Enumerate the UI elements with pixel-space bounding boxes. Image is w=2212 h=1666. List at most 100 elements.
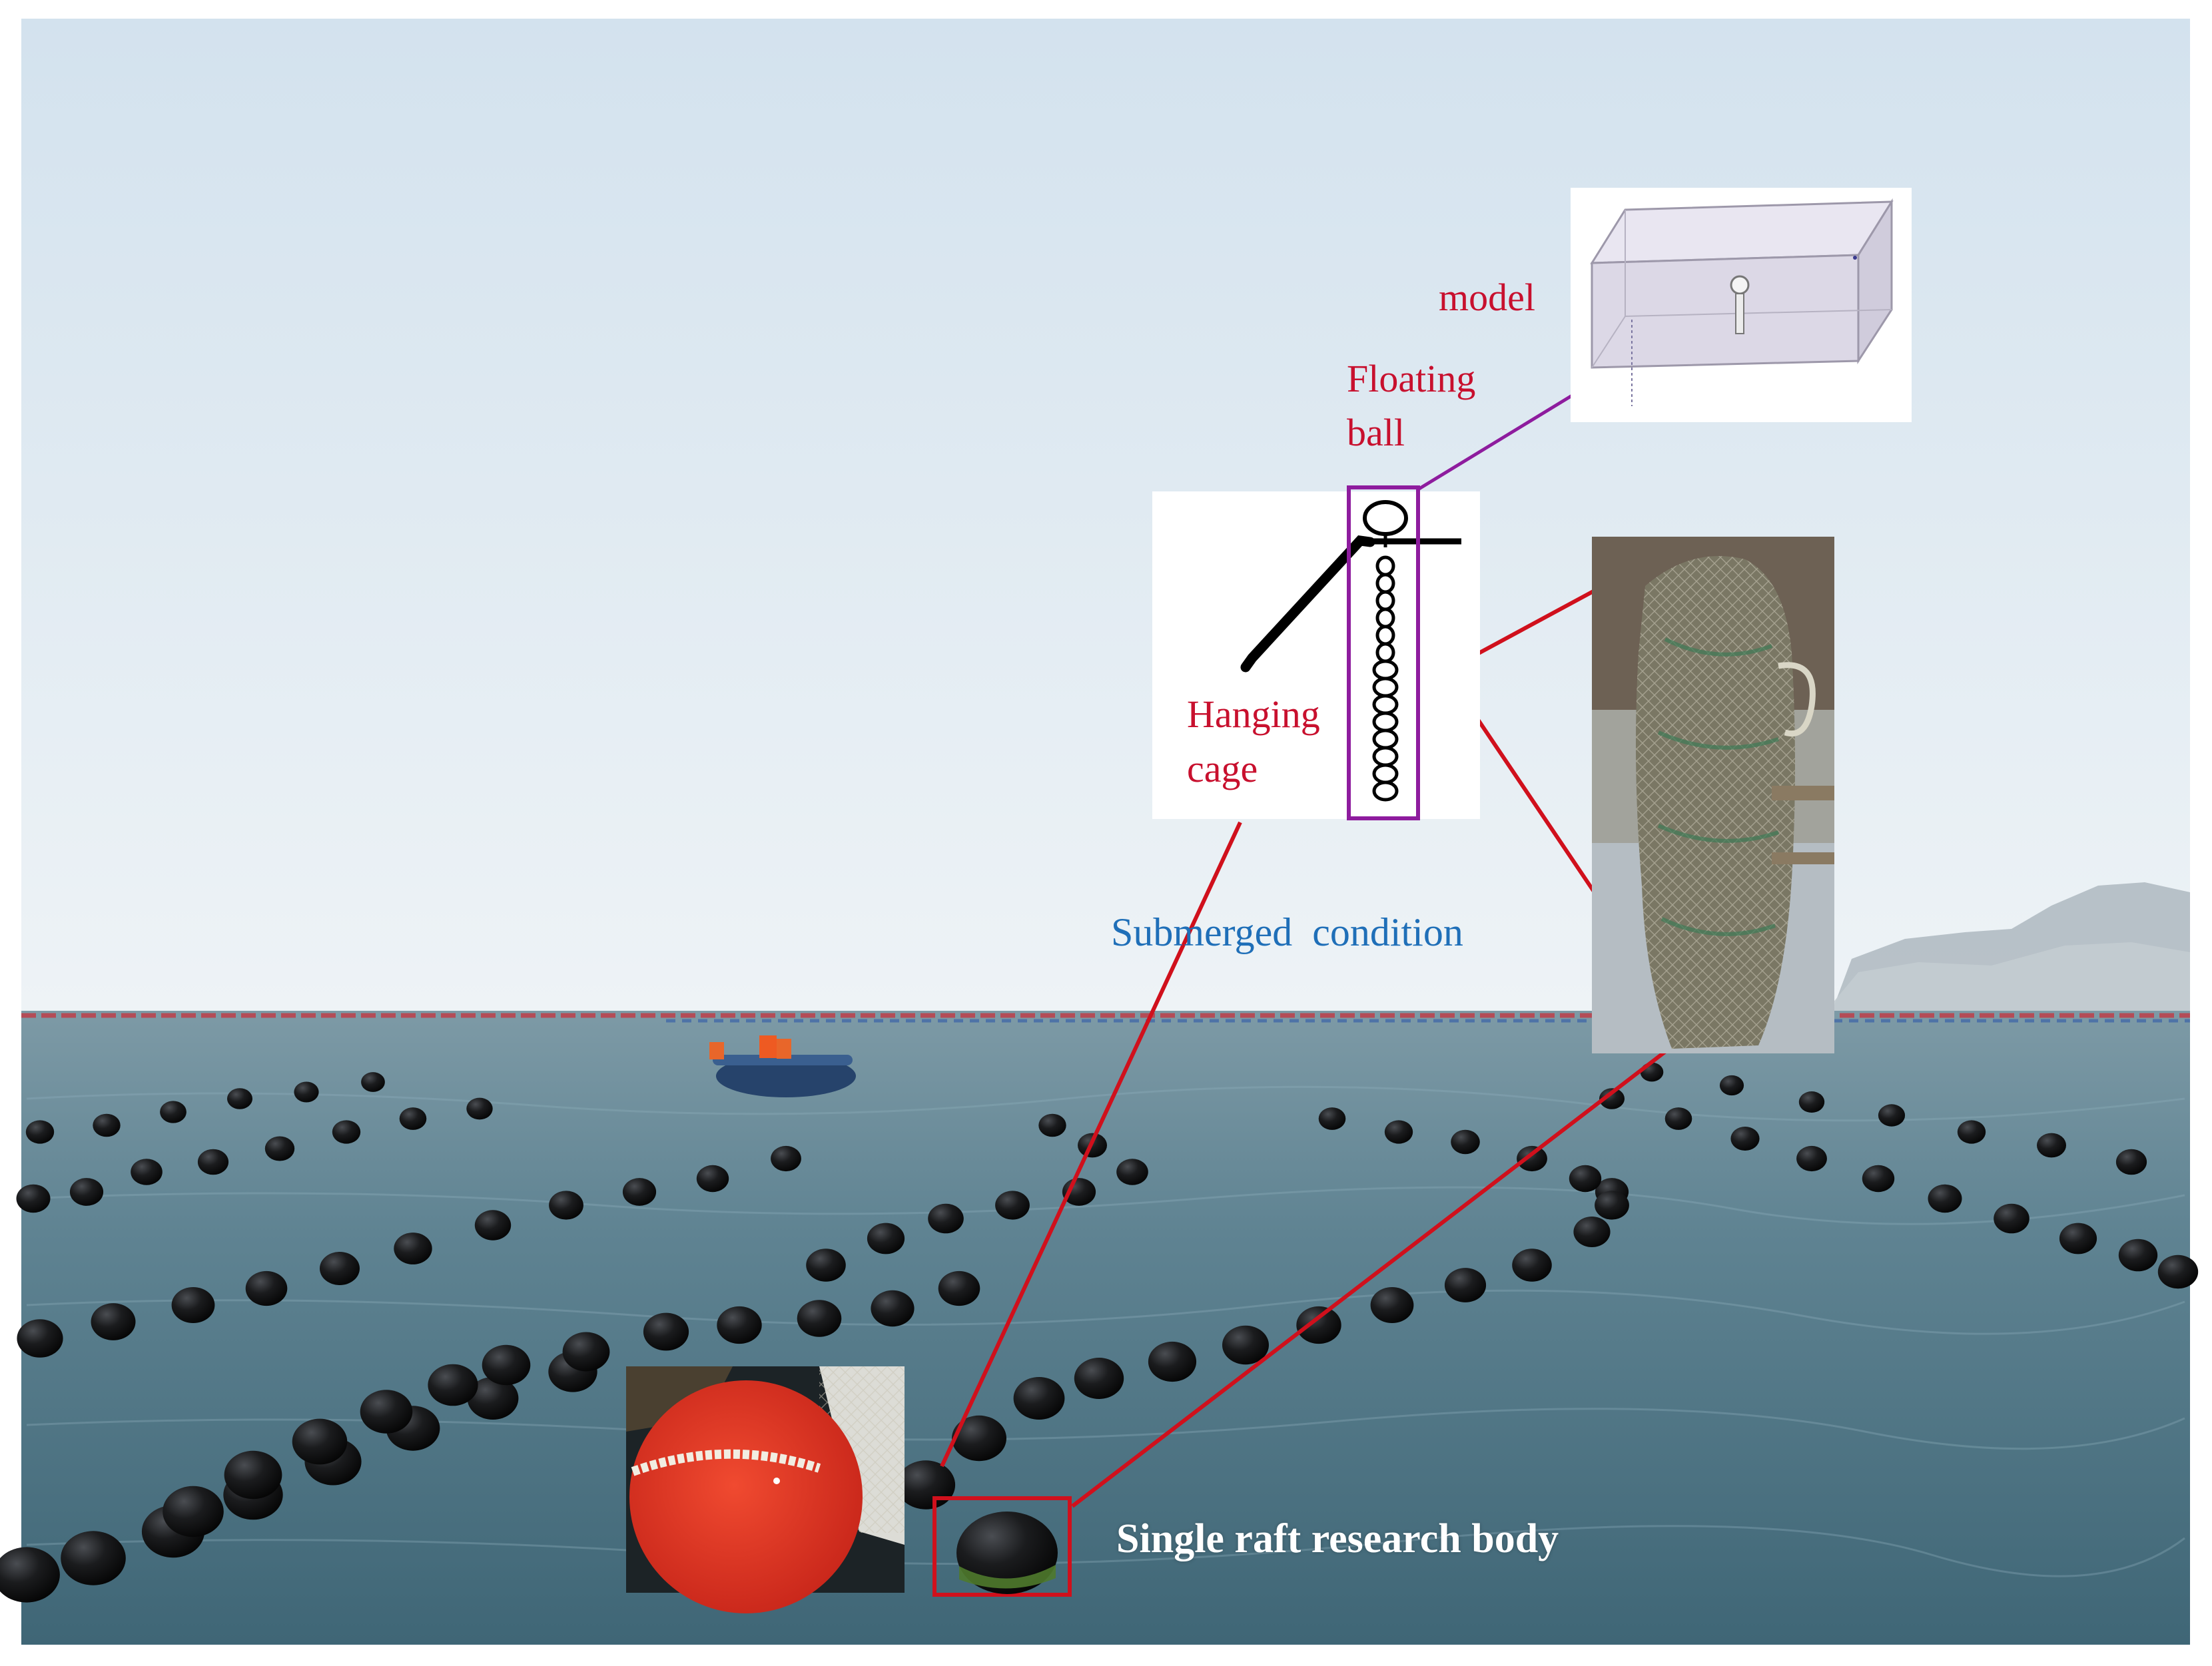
research-body-label: Single raft research body (1116, 1516, 1559, 1561)
cage-link (1372, 780, 1399, 802)
buoy (1370, 1287, 1414, 1323)
buoy (1444, 1268, 1487, 1302)
buoy (1878, 1104, 1906, 1127)
buoy (93, 1113, 121, 1137)
buoy (25, 1120, 55, 1144)
buoy (1148, 1341, 1197, 1382)
buoy (1719, 1075, 1744, 1096)
buoy (549, 1191, 583, 1220)
buoy (17, 1319, 63, 1358)
floating-ball-label-line2: ball (1347, 411, 1405, 454)
buoy (1798, 1091, 1825, 1113)
buoy (1512, 1249, 1552, 1282)
buoy (1569, 1165, 1602, 1193)
hanging-cage-symbol (1372, 555, 1399, 802)
buoy (1928, 1184, 1962, 1213)
buoy (264, 1136, 295, 1161)
buoy (952, 1415, 1006, 1462)
buoy (0, 1547, 60, 1603)
cad-model (1571, 188, 1912, 422)
buoy (1599, 1088, 1625, 1109)
buoy (1318, 1107, 1346, 1130)
buoy (2059, 1223, 2097, 1254)
buoy (771, 1145, 801, 1172)
buoy (643, 1312, 689, 1351)
buoy-rows (0, 1062, 2199, 1603)
buoy (896, 1460, 956, 1510)
buoy (696, 1165, 729, 1193)
float-ball-photo (626, 1366, 905, 1613)
buoy (1994, 1203, 2029, 1234)
buoy (1038, 1113, 1066, 1137)
buoy (1573, 1217, 1611, 1247)
work-boat (709, 1035, 856, 1097)
buoy (1796, 1145, 1827, 1172)
buoy (2157, 1254, 2199, 1289)
buoy (428, 1364, 478, 1406)
buoy (474, 1210, 512, 1241)
buoy (1664, 1107, 1692, 1130)
buoy (867, 1223, 905, 1254)
buoy (160, 1101, 186, 1123)
cage-photo (1592, 537, 1834, 1053)
buoy (361, 1072, 385, 1092)
buoy (294, 1081, 319, 1103)
schematic-diagram (1152, 485, 1480, 820)
buoy (163, 1486, 224, 1537)
buoy (467, 1377, 519, 1420)
buoy (938, 1270, 980, 1306)
buoy (1296, 1306, 1341, 1344)
buoy (394, 1233, 432, 1264)
sea-photo (0, 19, 2199, 1645)
hanging-cage-label-line2: cage (1187, 747, 1258, 790)
buoy (245, 1270, 288, 1306)
buoy (320, 1252, 360, 1285)
buoy (69, 1178, 104, 1206)
buoy (995, 1191, 1030, 1220)
buoy (1451, 1129, 1480, 1155)
buoy (399, 1107, 427, 1130)
buoy (171, 1287, 215, 1323)
buoy (2118, 1239, 2158, 1272)
buoy (197, 1149, 229, 1175)
buoy (871, 1290, 915, 1327)
buoy (797, 1300, 842, 1337)
buoy (131, 1159, 163, 1185)
buoy (292, 1418, 348, 1465)
buoy (928, 1203, 964, 1234)
buoy (2115, 1149, 2147, 1175)
floating-ball-label-line1: Floating (1347, 357, 1476, 400)
buoy (622, 1178, 657, 1206)
buoy (1957, 1120, 1986, 1144)
buoy (1595, 1191, 1629, 1220)
buoy (227, 1088, 252, 1109)
buoy (360, 1390, 413, 1434)
buoy (1384, 1120, 1413, 1144)
buoy (562, 1332, 610, 1372)
buoy (16, 1184, 51, 1213)
purple-connector (1417, 390, 1580, 491)
buoy (91, 1303, 136, 1340)
buoy (61, 1531, 126, 1585)
buoy (1730, 1127, 1760, 1151)
research-buoy (956, 1512, 1058, 1594)
buoy (717, 1306, 762, 1344)
buoy (1640, 1062, 1664, 1082)
buoy (2037, 1133, 2066, 1158)
submerged-condition-label: Submerged condition (1111, 910, 1463, 954)
buoy (224, 1450, 282, 1500)
buoy (1517, 1145, 1547, 1172)
cage-highlight-box (1347, 485, 1420, 820)
buoy (332, 1120, 361, 1144)
buoy (1116, 1159, 1148, 1185)
floating-ball-symbol (1363, 500, 1408, 536)
buoy (1222, 1325, 1269, 1365)
research-body-box (932, 1496, 1072, 1597)
buoy (1074, 1358, 1124, 1399)
buoy (1013, 1377, 1065, 1420)
buoy (482, 1344, 531, 1386)
buoy (1862, 1165, 1895, 1193)
buoy (466, 1097, 493, 1120)
model-label: model (1439, 276, 1535, 319)
